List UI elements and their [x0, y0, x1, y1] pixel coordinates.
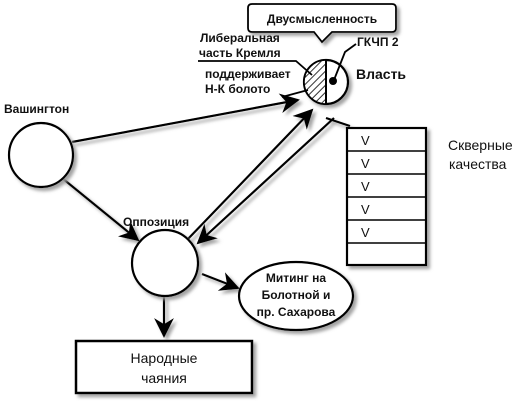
checklist-mark-1: V	[361, 133, 370, 148]
liberal-pointer	[198, 60, 313, 76]
washington-node	[7, 121, 75, 189]
ambiguity-label: Двусмысленность	[267, 12, 377, 26]
edge-power-to-checklist	[325, 116, 351, 128]
checklist-mark-5: V	[361, 225, 370, 240]
checklist-rows	[347, 150, 426, 244]
edge-power-to-opposition	[196, 117, 335, 245]
hopes-label-line1: Народные	[131, 350, 198, 366]
ambiguity-callout	[247, 3, 397, 44]
supports-label-line1: поддерживает	[205, 67, 291, 81]
bad-qualities-line1: Скверные	[448, 137, 513, 153]
supports-pointer	[281, 89, 309, 98]
hopes-box	[74, 339, 254, 395]
washington-label: Вашингтон	[4, 102, 69, 116]
edge-opposition-to-power	[186, 108, 314, 241]
edge-washington-to-power	[71, 93, 300, 144]
bad-qualities-line2: качества	[449, 156, 507, 172]
edge-opposition-to-rally	[201, 272, 240, 291]
rally-node	[237, 260, 355, 332]
power-hatched-half	[303, 59, 327, 105]
opposition-node	[130, 228, 200, 298]
rally-label-line3: пр. Сахарова	[257, 305, 336, 319]
checklist-mark-4: V	[361, 202, 370, 217]
opposition-label: Оппозиция	[123, 215, 189, 229]
rally-label-line1: Митинг на	[266, 271, 326, 285]
supports-label-line2: Н-К болото	[205, 82, 270, 96]
gkchp-label: ГКЧП 2	[357, 35, 399, 49]
hopes-label-line2: чаяния	[141, 370, 187, 386]
liberal-label-line1: Либеральная	[200, 31, 280, 45]
liberal-label-line2: часть Кремля	[199, 46, 281, 60]
checklist-mark-3: V	[361, 179, 370, 194]
power-label: Власть	[356, 66, 406, 82]
checklist-mark-2: V	[361, 156, 370, 171]
power-core-dot	[329, 77, 337, 85]
edges	[61, 93, 351, 338]
rally-label-line2: Болотной и	[262, 288, 331, 302]
gkchp-pointer	[333, 43, 357, 81]
edge-washington-to-opposition	[61, 177, 140, 242]
